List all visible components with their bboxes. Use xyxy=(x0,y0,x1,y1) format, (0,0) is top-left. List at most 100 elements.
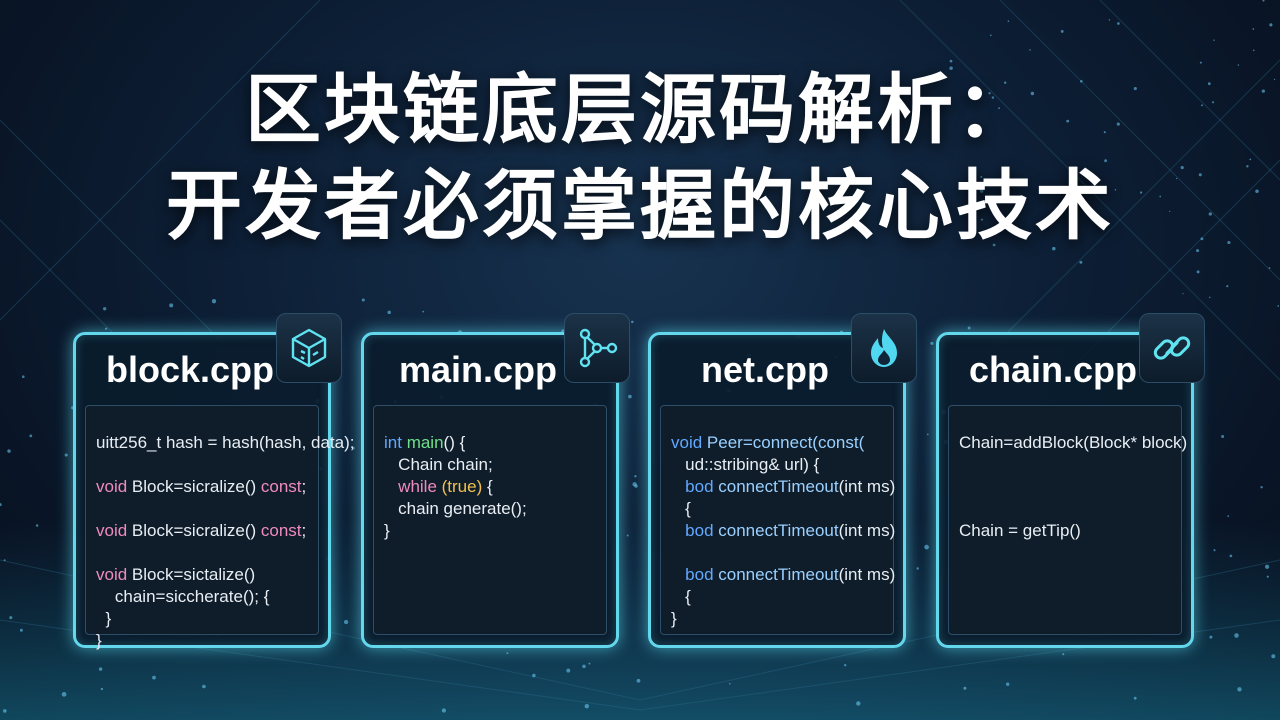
code-block: Chain=addBlock(Block* block) Chain = get… xyxy=(959,432,1187,542)
bg-dot xyxy=(1108,19,1111,21)
code-line: Chain = getTip() xyxy=(959,521,1081,540)
code-line: Chain=addBlock(Block* block) xyxy=(959,433,1188,452)
bg-dot xyxy=(1116,122,1120,126)
bg-dot xyxy=(1065,196,1069,199)
chain-link-icon xyxy=(1139,313,1205,383)
file-name: block.cpp xyxy=(105,349,275,390)
bg-dot xyxy=(588,662,591,665)
code-block: uitt256_t hash = hash(hash, data); void … xyxy=(96,433,355,650)
page-title: 区块链底层源码解析： 开发者必须掌握的核心技术 xyxy=(0,62,1280,254)
bg-dot xyxy=(211,299,217,304)
file-card-main[interactable]: main.cpp int main() { Chain chain; while… xyxy=(361,313,630,648)
bg-dot xyxy=(1234,633,1239,638)
bg-dot xyxy=(61,692,67,697)
bg-dot xyxy=(1209,635,1213,639)
bg-dot xyxy=(19,628,23,632)
code-line: Chain chain; xyxy=(384,455,493,474)
bg-dot xyxy=(584,703,590,709)
bg-dot xyxy=(1229,554,1233,558)
bg-dot xyxy=(1226,285,1229,288)
bg-dot xyxy=(1277,305,1280,307)
bg-dot xyxy=(980,175,983,178)
bg-dot xyxy=(1030,91,1035,96)
bg-dot xyxy=(98,667,103,671)
bg-dot xyxy=(506,652,509,655)
file-card-net[interactable]: net.cpp void Peer=connect(const( ud::str… xyxy=(648,313,917,648)
bg-dot xyxy=(930,341,934,345)
bg-dot xyxy=(343,619,349,625)
bg-dot xyxy=(998,107,1000,109)
bg-dot xyxy=(989,34,992,37)
bg-dot xyxy=(967,326,971,330)
bg-dot xyxy=(1261,89,1265,93)
code-line: } xyxy=(384,521,390,540)
code-line: { xyxy=(671,499,691,518)
bg-dot xyxy=(1196,270,1200,274)
bg-dot xyxy=(22,375,25,378)
bg-dot xyxy=(1180,166,1184,170)
bg-dot xyxy=(1169,210,1171,213)
bg-dot xyxy=(3,709,7,713)
bg-dot xyxy=(1271,654,1276,659)
bg-dot xyxy=(1213,549,1216,552)
file-card-block[interactable]: block.cpp uitt256_t hash = hash(hash, da… xyxy=(73,313,355,650)
bg-dot xyxy=(992,243,996,247)
bg-dot xyxy=(35,524,39,527)
bg-dot xyxy=(856,701,861,706)
bg-dot xyxy=(991,96,995,99)
bg-dot xyxy=(202,684,206,689)
bg-dot xyxy=(1159,195,1162,198)
bg-dot xyxy=(1211,101,1215,104)
bg-dot xyxy=(926,433,929,436)
code-line: chain=siccherate(); { xyxy=(96,587,270,606)
bg-dot xyxy=(103,307,107,311)
bg-dot xyxy=(1066,119,1070,123)
bg-dot xyxy=(441,708,446,713)
file-name: main.cpp xyxy=(398,349,558,390)
bg-dot xyxy=(422,310,425,313)
bg-dot xyxy=(152,675,156,680)
code-block: int main() { Chain chain; while (true) {… xyxy=(384,433,527,540)
flame-icon xyxy=(851,313,917,383)
bg-dot xyxy=(626,534,629,537)
file-card-chain[interactable]: chain.cpp Chain=addBlock(Block* block) C… xyxy=(936,313,1205,648)
bg-dot xyxy=(1207,82,1211,86)
bg-dot xyxy=(1264,564,1270,569)
cube-icon xyxy=(276,313,342,383)
bg-dot xyxy=(844,664,847,667)
title-line-2: 开发者必须掌握的核心技术 xyxy=(166,161,1114,250)
bg-dot xyxy=(1252,49,1255,52)
bg-dot xyxy=(981,218,984,221)
bg-dot xyxy=(1201,104,1203,107)
bg-dot xyxy=(1006,201,1009,204)
bg-dot xyxy=(3,559,6,562)
bg-dot xyxy=(352,446,355,450)
bg-dot xyxy=(634,484,638,488)
code-line: { xyxy=(671,587,691,606)
bg-dot xyxy=(1029,49,1031,51)
bg-dot xyxy=(1262,0,1265,2)
bg-dot xyxy=(1182,293,1184,295)
file-name: net.cpp xyxy=(700,349,829,390)
bg-dot xyxy=(1198,173,1202,177)
bg-dot xyxy=(566,668,571,673)
bg-dot xyxy=(1200,237,1204,241)
code-panel: uitt256_t hash = hash(hash, data); void … xyxy=(85,405,355,650)
bg-dot xyxy=(1114,189,1117,191)
bg-dot xyxy=(924,544,929,550)
code-line: } xyxy=(96,609,112,628)
bg-dot xyxy=(971,124,974,127)
bg-dot xyxy=(64,453,68,457)
bg-dot xyxy=(1260,486,1263,489)
bg-dot xyxy=(1196,249,1200,253)
bg-dot xyxy=(631,320,634,324)
code-line: void Block=sicralize() const; xyxy=(96,521,307,540)
bg-dot xyxy=(532,673,536,678)
network-nodes-icon xyxy=(564,313,630,383)
bg-dot xyxy=(1255,189,1259,193)
bg-dot xyxy=(1269,23,1273,27)
bg-dot xyxy=(1133,87,1137,91)
bg-dot xyxy=(169,303,174,308)
bg-dot xyxy=(1060,29,1064,33)
bg-dot xyxy=(1139,191,1143,194)
